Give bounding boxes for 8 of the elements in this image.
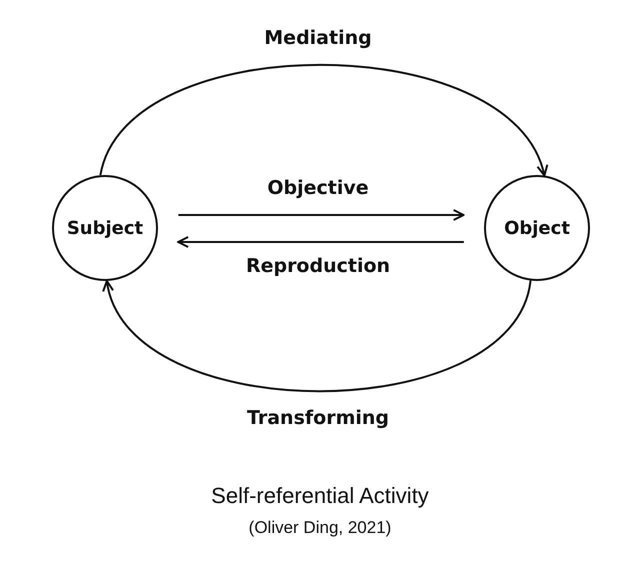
arrow xyxy=(104,280,532,392)
arrow xyxy=(178,209,465,221)
node-label: Subject xyxy=(66,218,144,238)
title: Self-referential Activity xyxy=(211,483,429,508)
arrow xyxy=(177,236,464,248)
caption: (Oliver Ding, 2021) xyxy=(248,518,392,537)
arrow xyxy=(99,64,546,177)
node-label: Object xyxy=(504,218,570,238)
